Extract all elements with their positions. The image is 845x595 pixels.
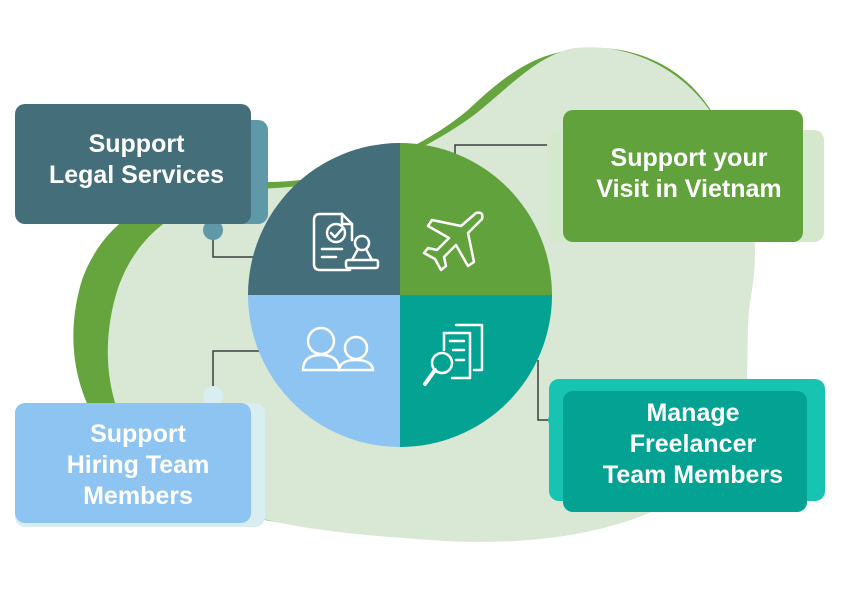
team-users-icon <box>301 326 375 372</box>
label-hiring: Support Hiring Team Members <box>15 403 261 527</box>
quadrant-visit <box>400 143 552 295</box>
label-box-hiring <box>15 403 265 527</box>
label-hiring-line-1: Support <box>90 419 186 448</box>
connector-dot-hiring <box>203 386 223 406</box>
label-box-visit <box>548 110 824 242</box>
label-hiring-line-2: Hiring Team <box>66 450 210 479</box>
label-legal: Support Legal Services <box>15 106 258 214</box>
label-visit-line-1: Support your <box>610 144 768 172</box>
legal-document-stamp-icon <box>312 212 380 272</box>
connector-dot-legal <box>203 220 223 240</box>
airplane-icon <box>422 211 484 272</box>
label-visit-line-2: Visit in Vietnam <box>596 175 782 203</box>
label-manage-line-1: Manage <box>646 399 740 427</box>
label-legal-line-1: Support <box>88 130 185 158</box>
label-manage-line-2: Freelancer <box>629 430 757 458</box>
label-hiring-line-3: Members <box>83 481 193 510</box>
center-circle <box>248 143 552 447</box>
connector-hiring <box>212 350 262 390</box>
label-manage: Manage Freelancer Team Members <box>566 381 820 508</box>
label-visit: Support your Visit in Vietnam <box>563 112 815 236</box>
label-manage-line-3: Team Members <box>602 461 784 489</box>
label-legal-line-2: Legal Services <box>48 161 225 189</box>
document-search-icon <box>423 323 484 386</box>
label-box-manage <box>549 379 825 512</box>
label-box-legal <box>15 104 268 224</box>
quadrant-legal <box>248 143 400 295</box>
